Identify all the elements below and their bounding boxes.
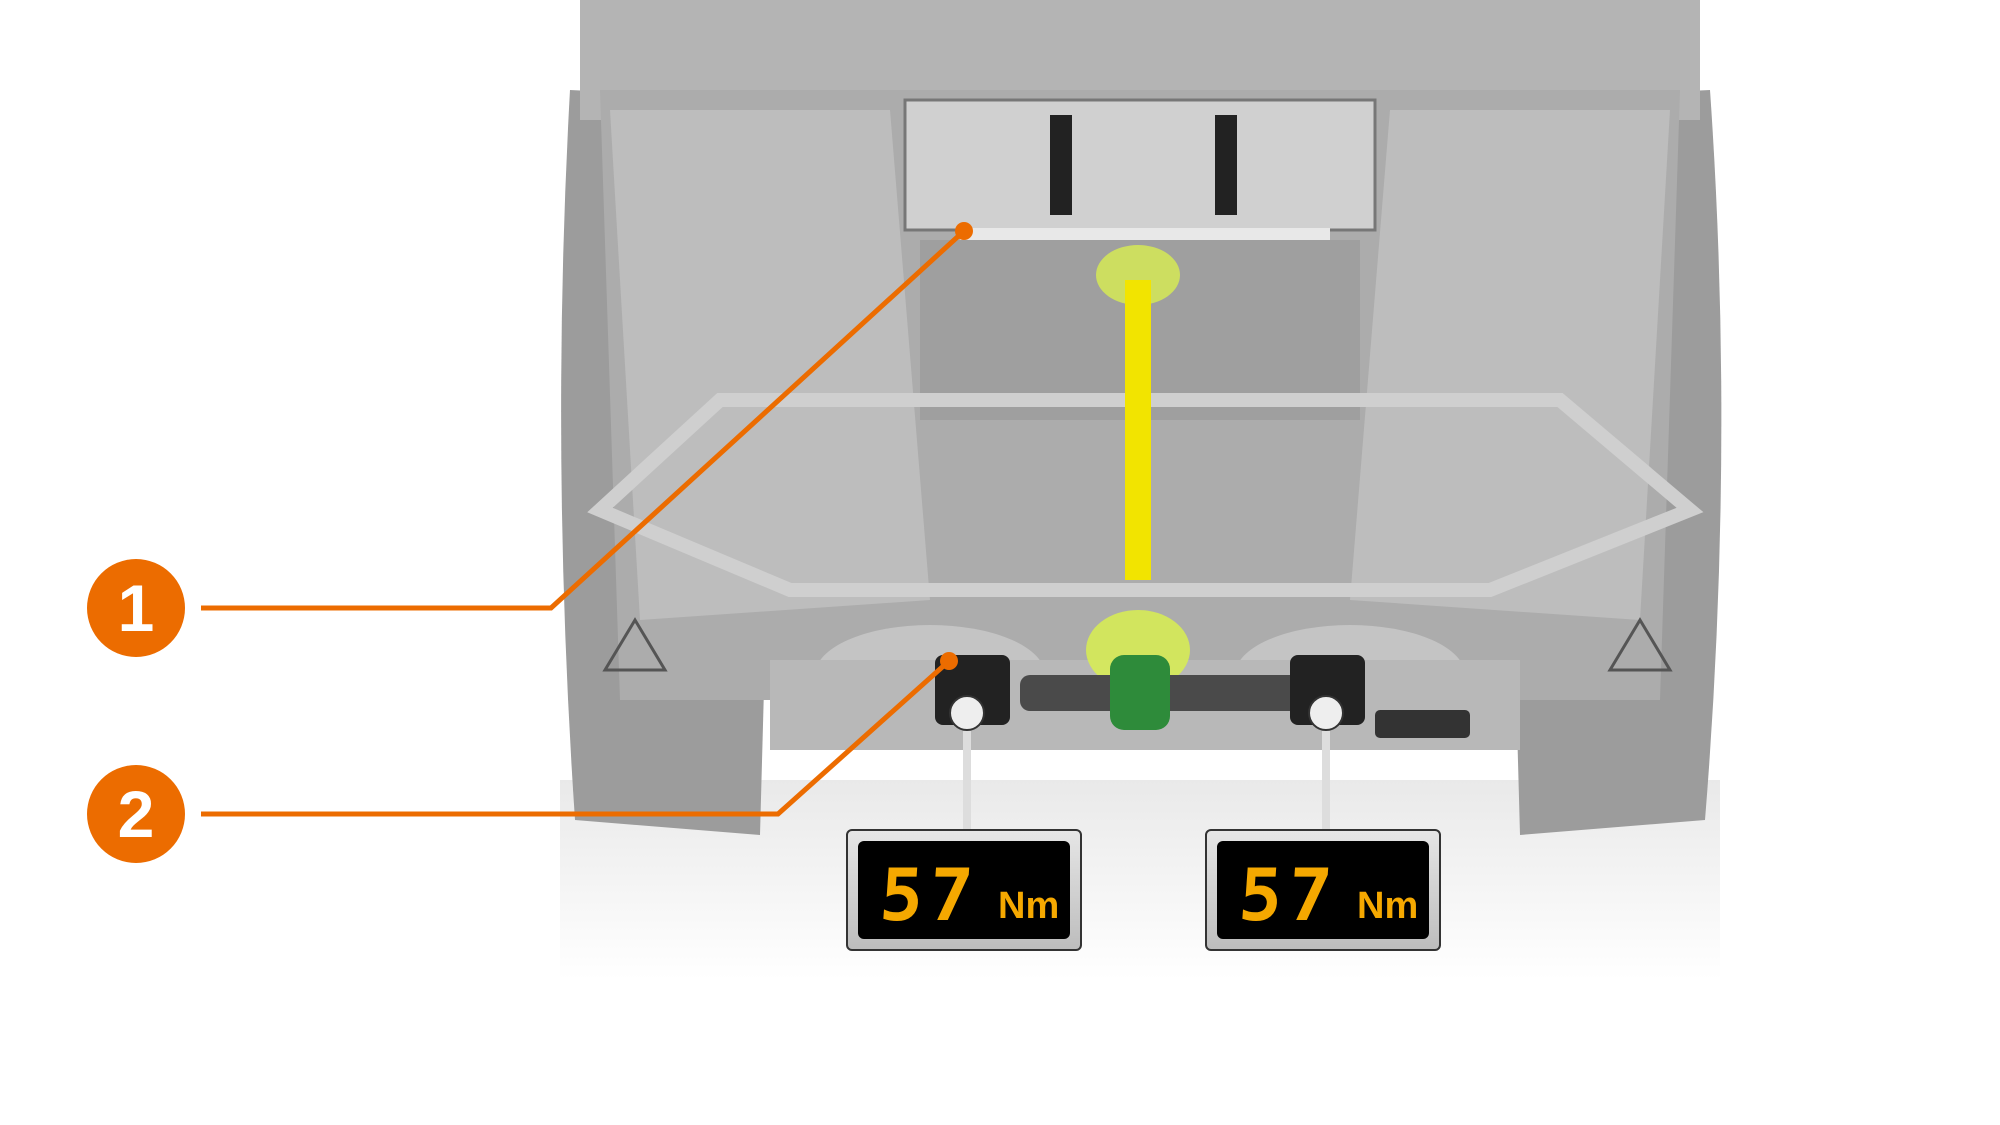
torque-display-right: 57 Nm bbox=[1205, 829, 1441, 951]
control-unit bbox=[1375, 710, 1470, 738]
protection-bar bbox=[587, 393, 1704, 597]
torque-display-left: 57 Nm bbox=[846, 829, 1082, 951]
right-torque-sensor bbox=[1290, 655, 1365, 725]
cross-bar bbox=[960, 228, 1330, 240]
center-gearbox bbox=[1110, 655, 1170, 730]
callout-line-1 bbox=[201, 229, 966, 611]
shaft-coupling-top bbox=[1096, 245, 1180, 305]
right-fender bbox=[1350, 110, 1670, 620]
callout-line-2 bbox=[201, 659, 951, 817]
left-reflector-triangle bbox=[602, 617, 668, 672]
callout-badge-2: 2 bbox=[87, 765, 185, 863]
torque-value: 57 bbox=[877, 853, 982, 937]
callout-badge-1: 1 bbox=[87, 559, 185, 657]
callout-number: 2 bbox=[117, 777, 155, 851]
right-reflector-triangle bbox=[1607, 617, 1673, 672]
callout-dot-2 bbox=[940, 652, 958, 670]
left-fender bbox=[610, 110, 930, 620]
connector-node-left bbox=[949, 695, 985, 731]
callout-dot-1 bbox=[955, 222, 973, 240]
display-screen: 57 Nm bbox=[1217, 841, 1429, 939]
connector-node-right bbox=[1308, 695, 1344, 731]
display-screen: 57 Nm bbox=[858, 841, 1070, 939]
torque-unit: Nm bbox=[998, 885, 1060, 927]
actuator-right bbox=[1215, 115, 1237, 215]
torque-unit: Nm bbox=[1357, 885, 1419, 927]
drive-shaft bbox=[1125, 280, 1151, 580]
callout-number: 1 bbox=[117, 571, 155, 645]
agitator-frame bbox=[903, 98, 1377, 232]
torque-value: 57 bbox=[1236, 853, 1341, 937]
actuator-left bbox=[1050, 115, 1072, 215]
